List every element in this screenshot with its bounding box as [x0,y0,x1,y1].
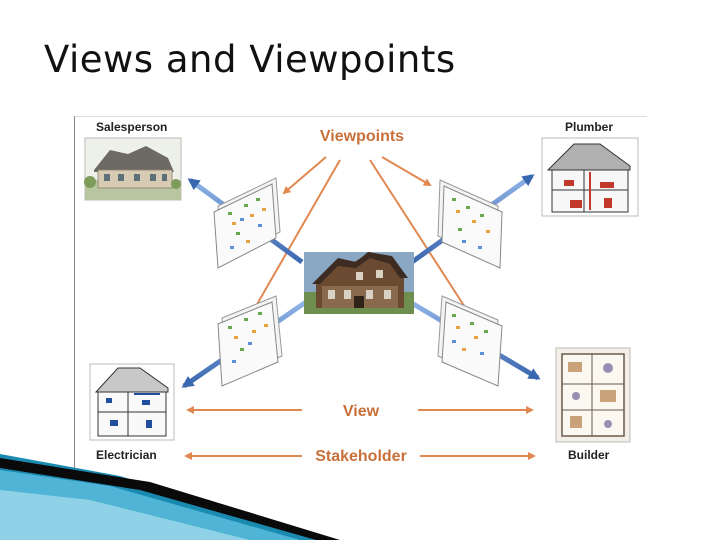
viewpoints-heading: Viewpoints [320,128,404,145]
stakeholder-row: Stakeholder [184,448,536,465]
electrician-cutaway-sketch [89,363,175,441]
theme-swoosh-decoration [0,454,340,540]
central-house-image [304,252,414,314]
view-row: View [186,403,534,420]
salesperson-house-sketch [84,137,182,201]
plumber-label: Plumber [565,120,613,134]
stakeholder-label: Stakeholder [315,448,407,465]
builder-label: Builder [568,448,610,462]
sheet-stack-bottom-left [217,295,283,387]
plumber-cutaway-sketch [541,137,639,217]
salesperson-label: Salesperson [96,120,167,134]
sheet-stack-top-left [213,177,281,269]
electrician-label: Electrician [96,448,157,462]
sheet-stack-bottom-right [437,295,503,387]
sheet-stack-top-right [437,179,503,269]
view-label: View [343,403,380,420]
builder-floorplan-sketch [555,347,631,443]
viewpoint-arrows [251,156,472,317]
slide-title: Views and Viewpoints [44,38,456,81]
